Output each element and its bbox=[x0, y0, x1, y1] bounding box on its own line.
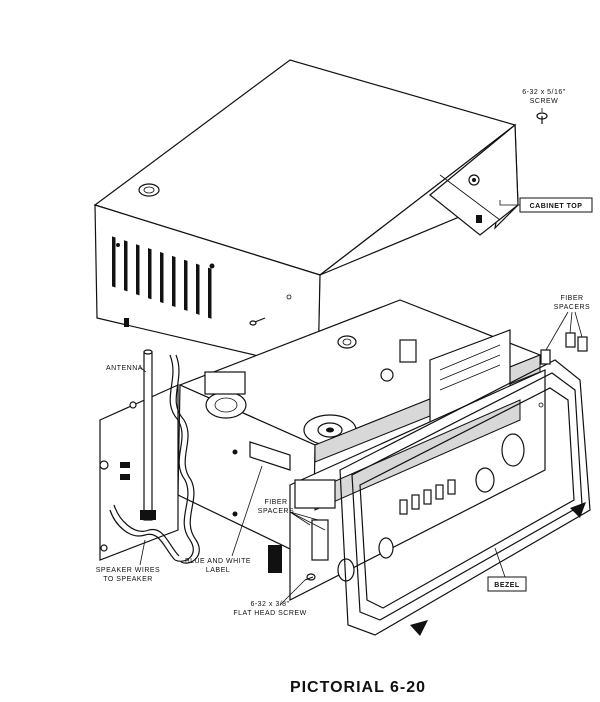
fiber-spacers-mid-label-line1: FIBER bbox=[264, 499, 287, 506]
front-panel bbox=[268, 369, 546, 601]
chassis bbox=[177, 299, 542, 561]
speaker-wires bbox=[109, 354, 200, 564]
bezel-label: BEZEL bbox=[494, 582, 520, 589]
speaker-wires-label-line2: TO SPEAKER bbox=[103, 576, 153, 583]
flat-head-screw-label-line2: FLAT HEAD SCREW bbox=[233, 610, 306, 617]
vent-slots bbox=[112, 236, 212, 319]
cabinet-top-label-box bbox=[519, 197, 593, 213]
blue-white-label-line1: BLUE AND WHITE bbox=[185, 558, 251, 565]
screw-top-label-line1: 6-32 x 5/16" bbox=[522, 89, 566, 96]
antenna bbox=[140, 349, 156, 521]
leader-lines bbox=[139, 108, 583, 606]
screw-top-label-line2: SCREW bbox=[530, 98, 559, 105]
fiber-spacers-right-label-line1: FIBER bbox=[560, 295, 583, 302]
side-panel bbox=[99, 384, 179, 561]
fiber-spacers-mid-label-line2: SPACERS bbox=[258, 508, 294, 515]
flat-head-screw-label-line1: 6-32 x 3/8" bbox=[250, 601, 289, 608]
arrow-bezel-right bbox=[570, 502, 586, 518]
screw-flat-head bbox=[304, 573, 316, 581]
bezel-label-box bbox=[487, 576, 527, 592]
screw-top bbox=[536, 112, 548, 124]
blue-white-label-line2: LABEL bbox=[206, 567, 230, 574]
cabinet-top-label: CABINET TOP bbox=[530, 203, 583, 210]
antenna-label: ANTENNA bbox=[106, 365, 143, 372]
fiber-spacers-right-label-line2: SPACERS bbox=[554, 304, 590, 311]
speaker-wires-label-line1: SPEAKER WIRES bbox=[96, 567, 160, 574]
cabinet-top bbox=[93, 59, 519, 375]
arrow-bezel-bottom bbox=[410, 620, 428, 636]
fiber-spacers-right bbox=[540, 332, 588, 365]
pictorial-caption: PICTORIAL 6-20 bbox=[290, 679, 426, 696]
screw-side bbox=[249, 317, 266, 326]
